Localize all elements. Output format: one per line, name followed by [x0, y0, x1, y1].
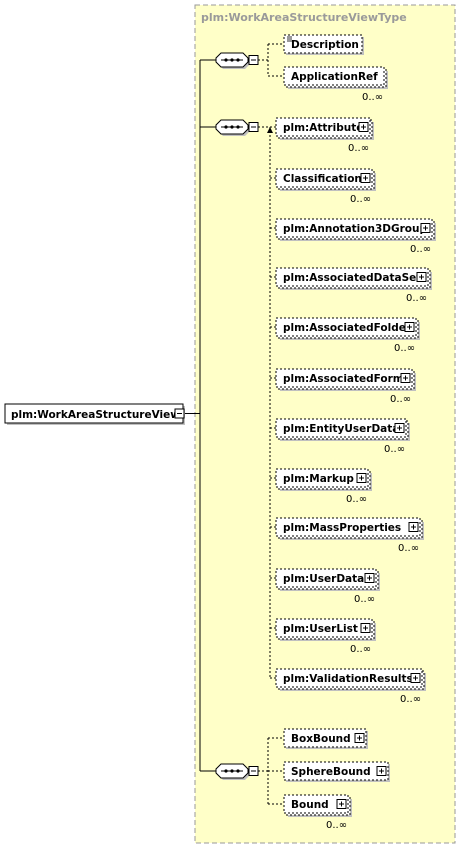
expand-plus-icon[interactable] [356, 473, 367, 483]
cardinality-label: 0..∞ [346, 494, 367, 505]
element-label: plm:AssociatedDataSet [283, 272, 421, 284]
collapse-minus-icon[interactable] [174, 408, 185, 419]
cardinality-label: 0..∞ [400, 694, 421, 705]
expand-plus-icon[interactable] [416, 272, 427, 282]
schema-element[interactable]: plm:Attribute [275, 117, 374, 140]
cardinality-label: 0..∞ [362, 92, 383, 103]
schema-element[interactable]: Bound [283, 794, 352, 817]
schema-element[interactable]: plm:AssociatedForm [275, 368, 416, 391]
type-name: plm:WorkAreaStructureViewType [201, 11, 407, 24]
expand-plus-icon[interactable] [404, 322, 415, 332]
annotation-icon [287, 36, 292, 42]
collapse-minus-icon[interactable] [248, 766, 259, 776]
schema-element[interactable]: plm:Markup [275, 468, 372, 491]
cardinality-label: 0..∞ [348, 143, 369, 154]
cardinality-label: 0..∞ [398, 543, 419, 554]
sequence-2: plm:Attribute 0..∞ Classification 0..∞ plm:A… [200, 117, 436, 705]
sequence-compositor-icon[interactable] [215, 119, 250, 136]
expand-plus-icon[interactable] [376, 766, 387, 776]
collapse-minus-icon[interactable] [248, 55, 259, 65]
element-label: SphereBound [291, 766, 371, 778]
root-element[interactable]: plm:WorkAreaStructureView [4, 403, 185, 425]
element-label: plm:UserList [283, 623, 358, 635]
expand-plus-icon[interactable] [410, 673, 421, 683]
expand-plus-icon[interactable] [358, 122, 369, 132]
schema-element[interactable]: plm:ValidationResults [275, 668, 426, 691]
element-label: plm:UserData [283, 573, 364, 585]
expand-plus-icon[interactable] [420, 223, 431, 233]
cardinality-label: 0..∞ [394, 343, 415, 354]
element-label: Classification [283, 173, 362, 185]
expand-plus-icon[interactable] [400, 373, 411, 383]
element-label: plm:AssociatedFolder [283, 322, 412, 334]
expand-plus-icon[interactable] [360, 173, 371, 183]
element-label: plm:AssociatedForm [283, 373, 404, 385]
collapse-minus-icon[interactable] [248, 122, 259, 132]
schema-element[interactable]: plm:Annotation3DGroup [275, 218, 436, 241]
element-label: ApplicationRef [291, 71, 378, 83]
element-label: Description [291, 39, 359, 51]
element-label: plm:Attribute [283, 122, 363, 134]
element-label: plm:Annotation3DGroup [283, 223, 427, 235]
schema-element[interactable]: plm:MassProperties [275, 517, 424, 540]
sequence-compositor-icon[interactable] [215, 763, 250, 780]
element-label: Bound [291, 799, 329, 811]
schema-element[interactable]: SphereBound [283, 761, 390, 782]
schema-element[interactable]: plm:UserList [275, 618, 376, 641]
cardinality-label: 0..∞ [410, 244, 431, 255]
schema-element[interactable]: Description [283, 34, 364, 55]
expand-plus-icon[interactable] [354, 733, 365, 743]
schema-element[interactable]: ApplicationRef [283, 66, 388, 89]
expand-plus-icon[interactable] [360, 623, 371, 633]
sequence-compositor-icon[interactable] [215, 52, 250, 69]
cardinality-label: 0..∞ [406, 293, 427, 304]
element-label: plm:MassProperties [283, 522, 401, 534]
schema-element[interactable]: plm:EntityUserData [275, 418, 410, 441]
element-label: plm:Markup [283, 473, 354, 485]
schema-element[interactable]: plm:AssociatedDataSet [275, 267, 432, 290]
schema-element[interactable]: plm:UserData [275, 568, 380, 591]
expand-plus-icon[interactable] [336, 799, 347, 809]
root-element-label: plm:WorkAreaStructureView [11, 409, 180, 421]
cardinality-label: 0..∞ [326, 820, 347, 831]
schema-element[interactable]: plm:AssociatedFolder [275, 317, 420, 340]
element-label: BoxBound [291, 733, 351, 745]
schema-element[interactable]: BoxBound [283, 728, 368, 749]
expand-plus-icon[interactable] [364, 573, 375, 583]
expand-plus-icon[interactable] [394, 423, 405, 433]
expand-plus-icon[interactable] [408, 522, 419, 532]
cardinality-label: 0..∞ [390, 394, 411, 405]
element-label: plm:EntityUserData [283, 423, 399, 435]
cardinality-label: 0..∞ [384, 444, 405, 455]
schema-tree: DescriptionApplicationRef0..∞plm:Attribu… [199, 34, 436, 831]
cardinality-label: 0..∞ [354, 594, 375, 605]
cardinality-label: 0..∞ [350, 644, 371, 655]
cardinality-label: 0..∞ [350, 194, 371, 205]
schema-element[interactable]: Classification [275, 168, 376, 191]
element-label: plm:ValidationResults [283, 673, 413, 685]
